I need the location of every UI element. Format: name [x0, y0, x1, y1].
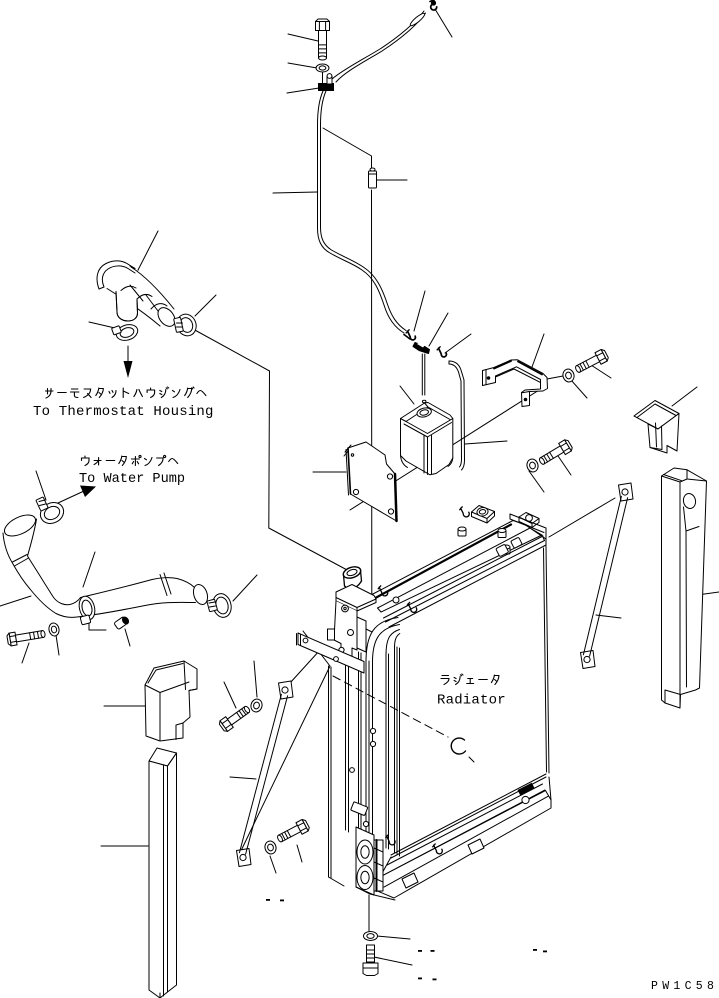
- svg-text:PW1C580: PW1C580: [651, 980, 719, 993]
- svg-text:Radiator: Radiator: [437, 693, 506, 709]
- svg-text:To Thermostat Housing: To Thermostat Housing: [33, 404, 214, 420]
- svg-text:To Water Pump: To Water Pump: [79, 472, 185, 487]
